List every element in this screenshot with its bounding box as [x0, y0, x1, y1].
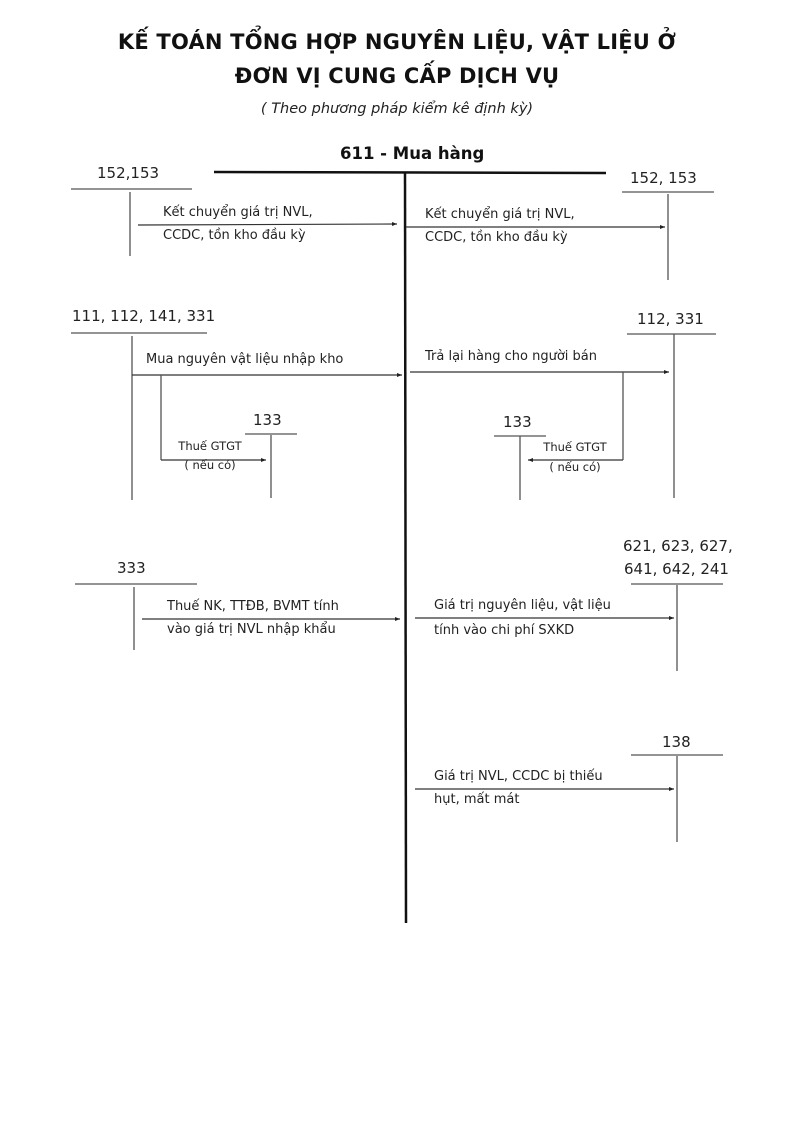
diagram-subtitle: ( Theo phương pháp kiểm kê định kỳ)	[260, 101, 534, 117]
right-3-description-line2: tính vào chi phí SXKD	[434, 623, 575, 638]
right-2-sub-account: 133	[503, 413, 532, 431]
main-account-top-line	[213, 170, 607, 175]
left-1-account: 152,153	[97, 164, 160, 182]
left-3-description-line2: vào giá trị NVL nhập khẩu	[167, 622, 336, 637]
left-2-sub-account: 133	[253, 411, 282, 429]
left-2-description: Mua nguyên vật liệu nhập kho	[146, 352, 344, 367]
right-3-account-line1: 621, 623, 627,	[623, 537, 733, 555]
left-1-description-line1: Kết chuyển giá trị NVL,	[163, 205, 313, 220]
right-2-description: Trả lại hàng cho người bán	[425, 349, 597, 364]
right-1-description-line1: Kết chuyển giá trị NVL,	[425, 207, 575, 222]
right-4-description-line2: hụt, mất mát	[434, 792, 520, 807]
right-3-description-line1: Giá trị nguyên liệu, vật liệu	[434, 598, 611, 613]
diagram-title-line1: KẾ TOÁN TỔNG HỢP NGUYÊN LIỆU, VẬT LIỆU Ở	[117, 30, 677, 54]
right-3-account-line2: 641, 642, 241	[624, 560, 729, 578]
left-3-description-line1: Thuế NK, TTĐB, BVMT tính	[167, 599, 339, 614]
left-1-arrow	[137, 222, 398, 227]
right-1-description-line2: CCDC, tồn kho đầu kỳ	[425, 230, 568, 245]
left-3-account: 333	[117, 559, 146, 577]
left-1-description-line2: CCDC, tồn kho đầu kỳ	[163, 228, 306, 243]
left-2-sub-description-line2: ( nếu có)	[184, 458, 236, 472]
main-account-vertical-line	[403, 171, 408, 924]
left-2-sub-description-line1: Thuế GTGT	[178, 439, 242, 453]
right-4-description-line1: Giá trị NVL, CCDC bị thiếu	[434, 769, 603, 784]
right-4-account: 138	[662, 733, 691, 751]
right-2-account: 112, 331	[637, 310, 704, 328]
right-2-sub-description-line2: ( nếu có)	[549, 460, 601, 474]
diagram-title-line2: ĐƠN VỊ CUNG CẤP DỊCH VỤ	[234, 64, 560, 88]
right-1-account: 152, 153	[630, 169, 697, 187]
left-2-account: 111, 112, 141, 331	[72, 307, 216, 325]
main-account-label: 611 - Mua hàng	[340, 144, 485, 163]
right-2-sub-description-line1: Thuế GTGT	[543, 440, 607, 454]
